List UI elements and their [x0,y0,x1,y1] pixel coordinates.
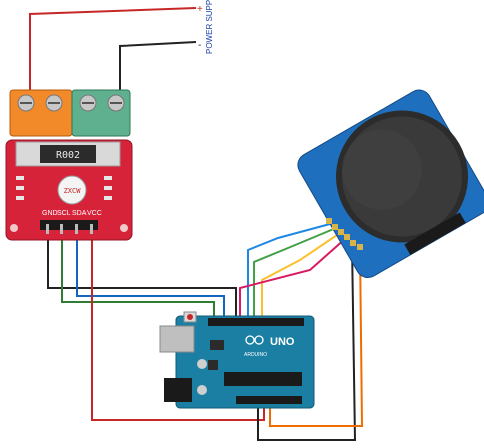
wire-display-3 [261,232,341,320]
pin-label-scl: SCL [57,210,71,217]
shunt-label: R002 [56,150,80,161]
round-display-module [297,89,484,278]
wire-sensor-vcc [91,232,265,421]
supply-minus-label: - [198,40,201,51]
wire-display-2 [253,227,337,320]
pin-label-sda: SDA [72,210,87,217]
current-sensor-module: R002 ZXCW GND SCL SDA VCC [5,89,133,241]
wire-sensor-gnd [47,232,237,320]
usb-connector [159,325,195,353]
display-header [404,212,466,255]
pin-label-gnd: GND [42,210,58,217]
wire-display-5 [257,243,357,441]
terminal-block-orange [9,89,73,137]
sensor-chip [57,175,87,205]
wire-display-4 [239,237,347,320]
arduino-pcb [175,315,315,409]
digital-header [208,318,304,326]
supply-plus-label: + [197,4,203,15]
arduino-logo: UNO [270,336,295,348]
wire-display-1 [247,223,331,320]
atmega-chip [224,372,302,386]
supply-label: POWER SUPPLY [205,0,214,54]
arduino-uno-board: UNO ARDUINO [159,311,315,409]
power-analog-header [236,396,302,404]
wire-supply-negative [119,41,197,92]
wire-supply-positive [29,7,197,92]
wire-sensor-scl [61,232,215,320]
wire-sensor-sda [76,232,225,320]
pin-label-vcc: VCC [87,210,102,217]
wire-display-6 [269,247,364,427]
arduino-brand: ARDUINO [244,352,267,358]
chip-label: ZXCW [64,187,82,195]
power-jack [164,378,192,402]
sensor-header [40,220,98,230]
